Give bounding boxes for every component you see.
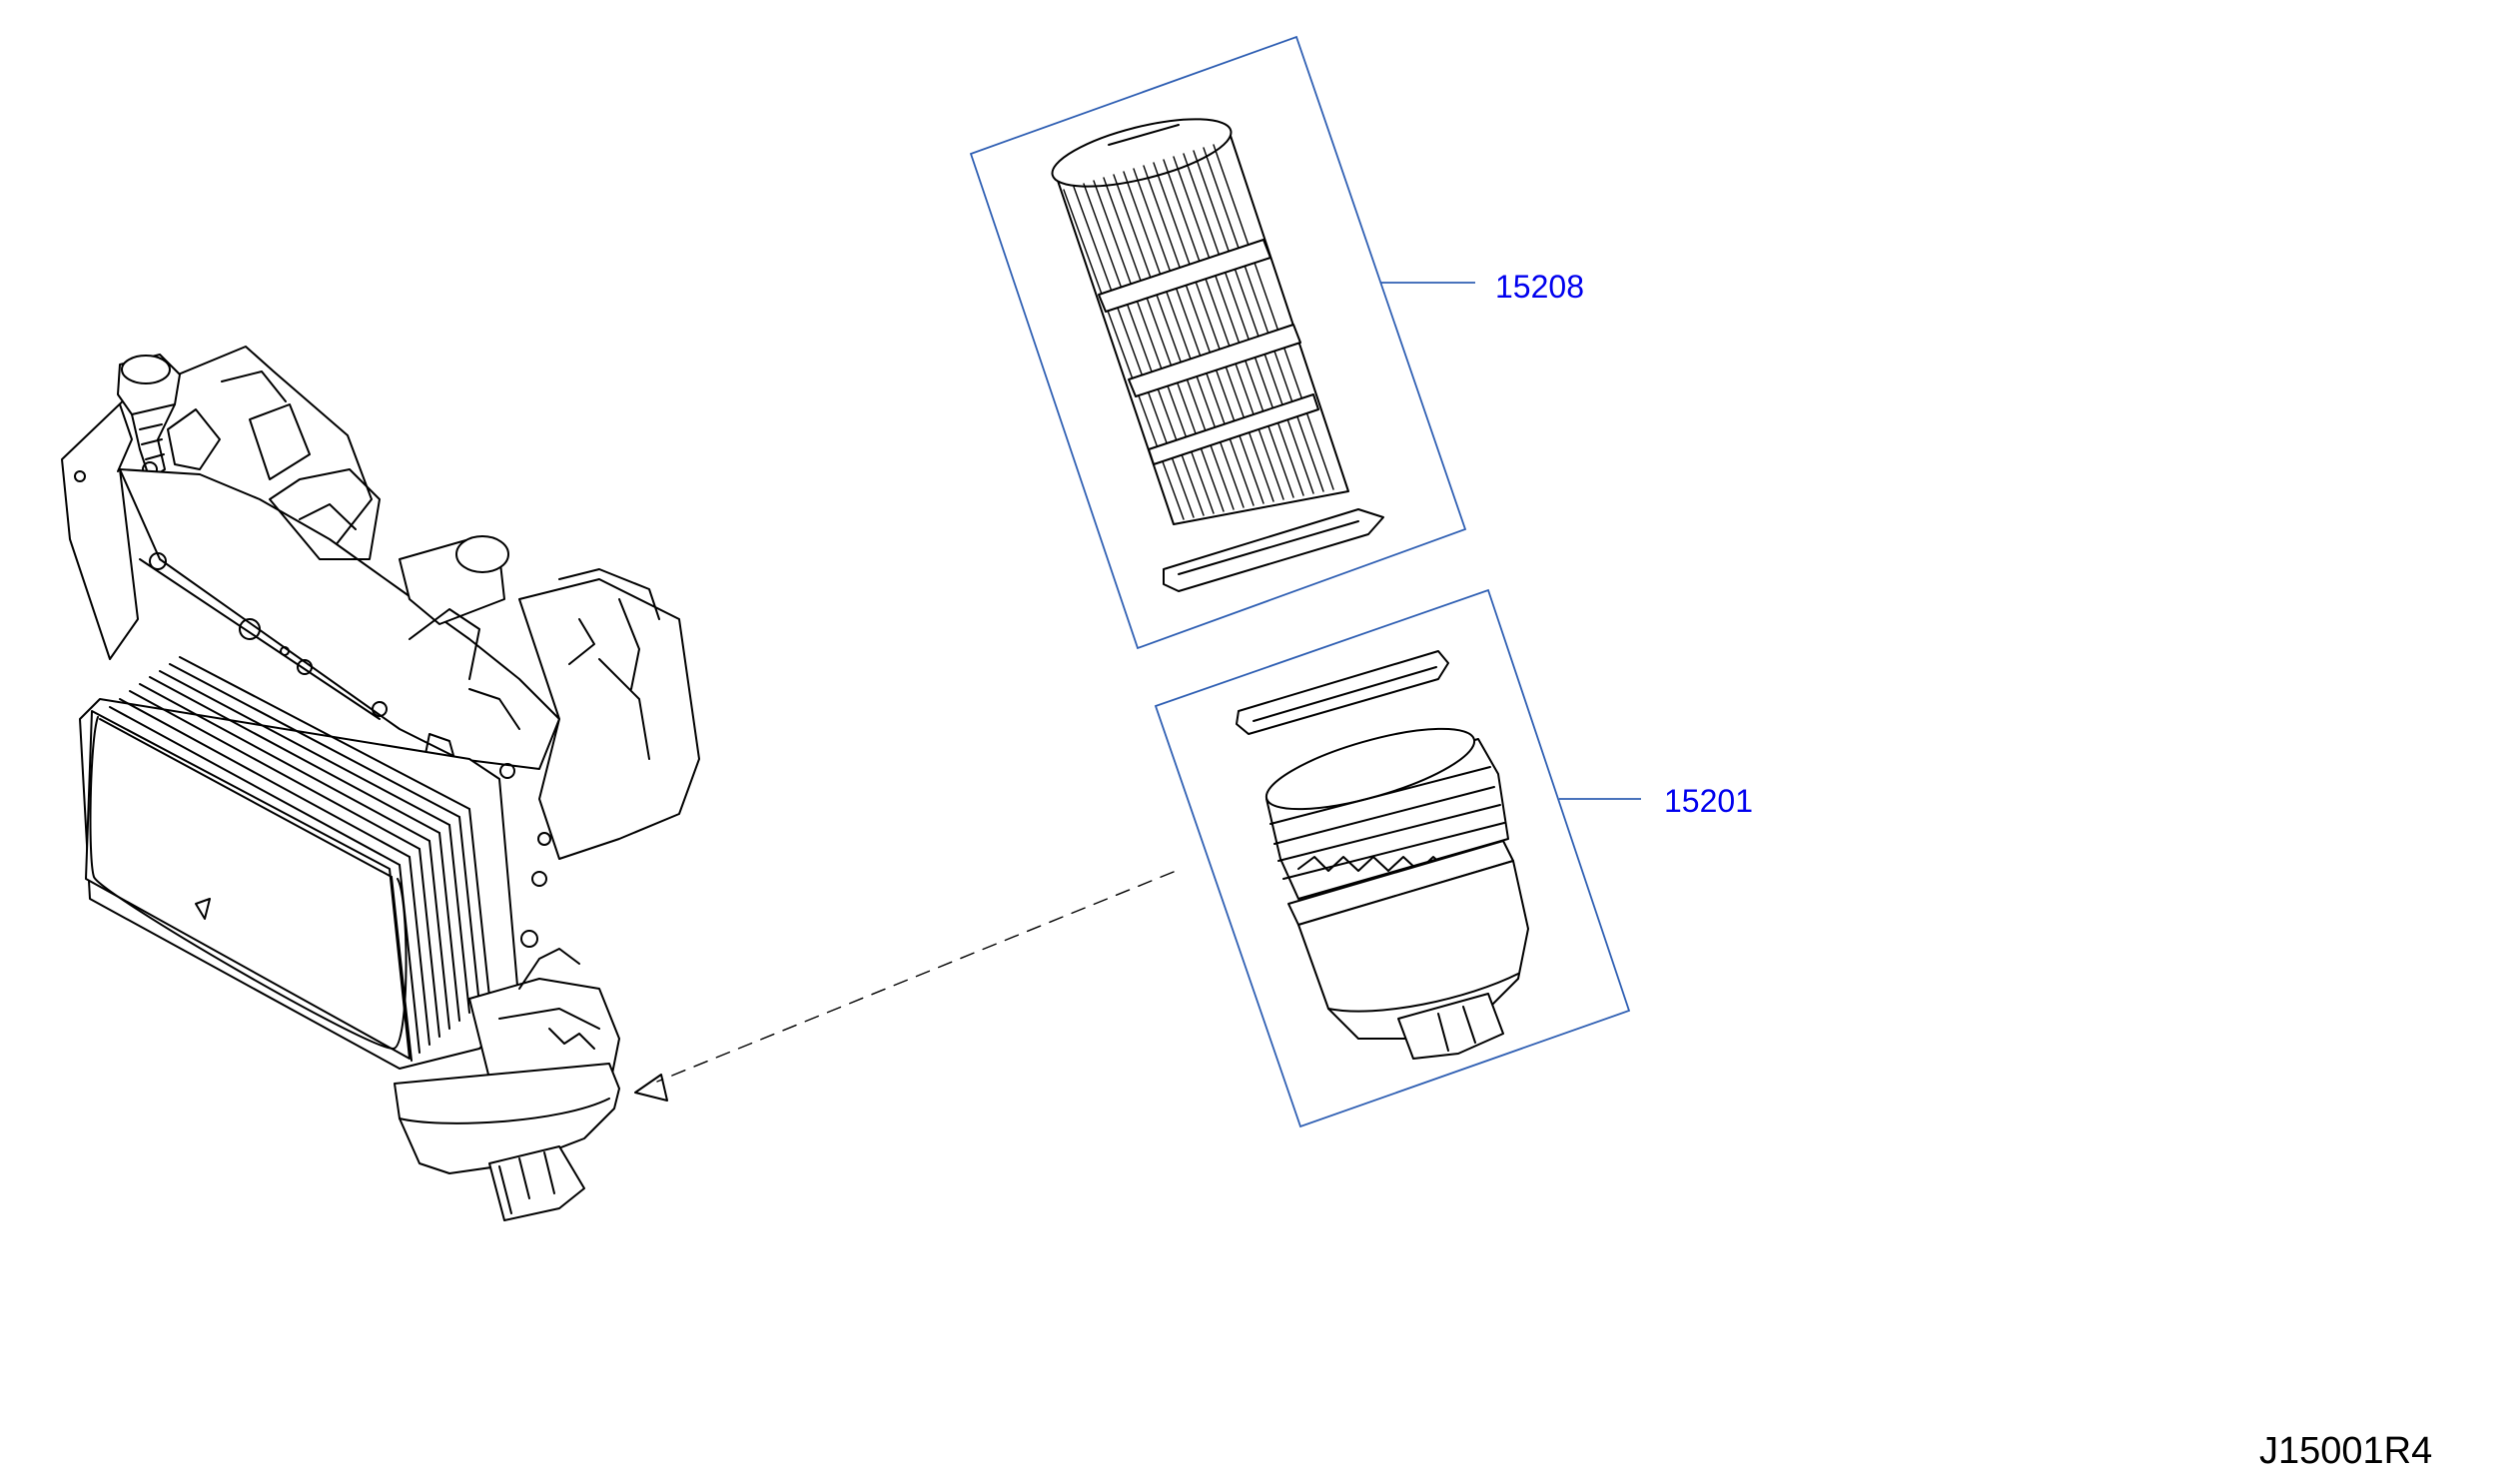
oil-filter-housing-assembly bbox=[61, 346, 700, 1221]
part-number-15201-link[interactable]: 15201 bbox=[1664, 783, 1753, 819]
oil-filter-element-drawing bbox=[1051, 118, 1384, 592]
installation-arrow bbox=[634, 871, 1175, 1102]
oil-filter-cap-drawing bbox=[1236, 650, 1529, 1060]
callout-box-15208 bbox=[969, 35, 1475, 650]
callout-box-15201 bbox=[1154, 588, 1641, 1128]
drawing-code: J15001R4 bbox=[2259, 1430, 2433, 1472]
part-number-15208-link[interactable]: 15208 bbox=[1495, 269, 1584, 305]
